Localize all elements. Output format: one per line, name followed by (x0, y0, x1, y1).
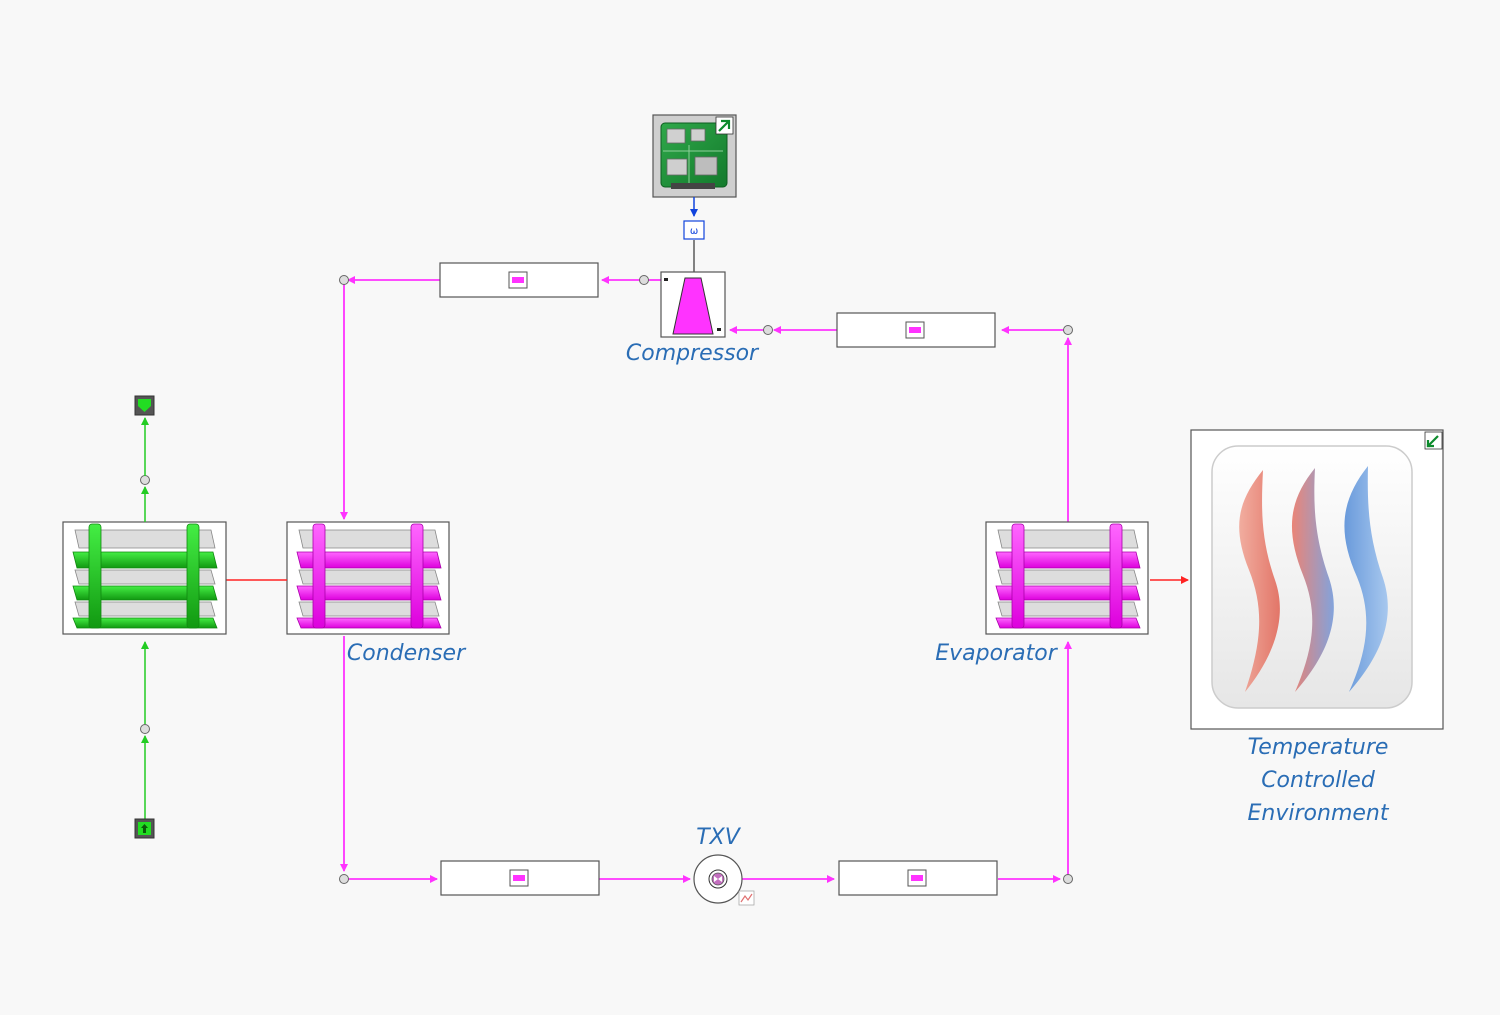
refrigerant-connections (340, 276, 1072, 883)
junction-node[interactable] (763, 325, 773, 335)
pipe-top-left[interactable] (439, 262, 599, 298)
environment-label-line1: Temperature (1248, 735, 1389, 760)
junction-node[interactable] (140, 724, 150, 734)
junction-node[interactable] (140, 475, 150, 485)
compressor-label: Compressor (626, 341, 760, 366)
flow-source-icon[interactable] (134, 818, 155, 839)
txv-block[interactable] (693, 854, 755, 906)
junction-node[interactable] (639, 275, 649, 285)
heat-wave-icon (1239, 466, 1388, 692)
environment-label-line3: Environment (1248, 801, 1390, 826)
circuit-board-icon (660, 122, 728, 189)
flow-sink-icon[interactable] (134, 395, 155, 416)
expansion-valve-icon (708, 869, 728, 889)
environment-block[interactable] (1190, 429, 1444, 730)
txv-label: TXV (696, 825, 742, 850)
junction-nodes (140, 275, 1073, 884)
signal-converter-icon[interactable]: ω (683, 220, 705, 240)
link-icon[interactable] (1424, 431, 1443, 450)
pipe-bottom-left[interactable] (440, 860, 600, 896)
link-icon[interactable] (715, 116, 734, 135)
pipe-bottom-right[interactable] (838, 860, 998, 896)
environment-label-line2: Controlled (1261, 768, 1376, 793)
chart-badge-icon[interactable] (738, 890, 755, 906)
compressor-block[interactable] (660, 271, 726, 338)
svg-text:ω: ω (690, 226, 698, 237)
controller-block[interactable] (652, 114, 737, 198)
evaporator-block[interactable] (985, 521, 1149, 635)
junction-node[interactable] (1063, 874, 1073, 884)
compressor-icon (672, 277, 714, 335)
junction-node[interactable] (339, 275, 349, 285)
junction-node[interactable] (339, 874, 349, 884)
pipe-top-right[interactable] (836, 312, 996, 348)
coolant-heat-exchanger[interactable] (62, 521, 227, 635)
junction-node[interactable] (1063, 325, 1073, 335)
evaporator-label: Evaporator (935, 641, 1058, 666)
condenser-label: Condenser (347, 641, 467, 666)
condenser-block[interactable] (286, 521, 450, 635)
